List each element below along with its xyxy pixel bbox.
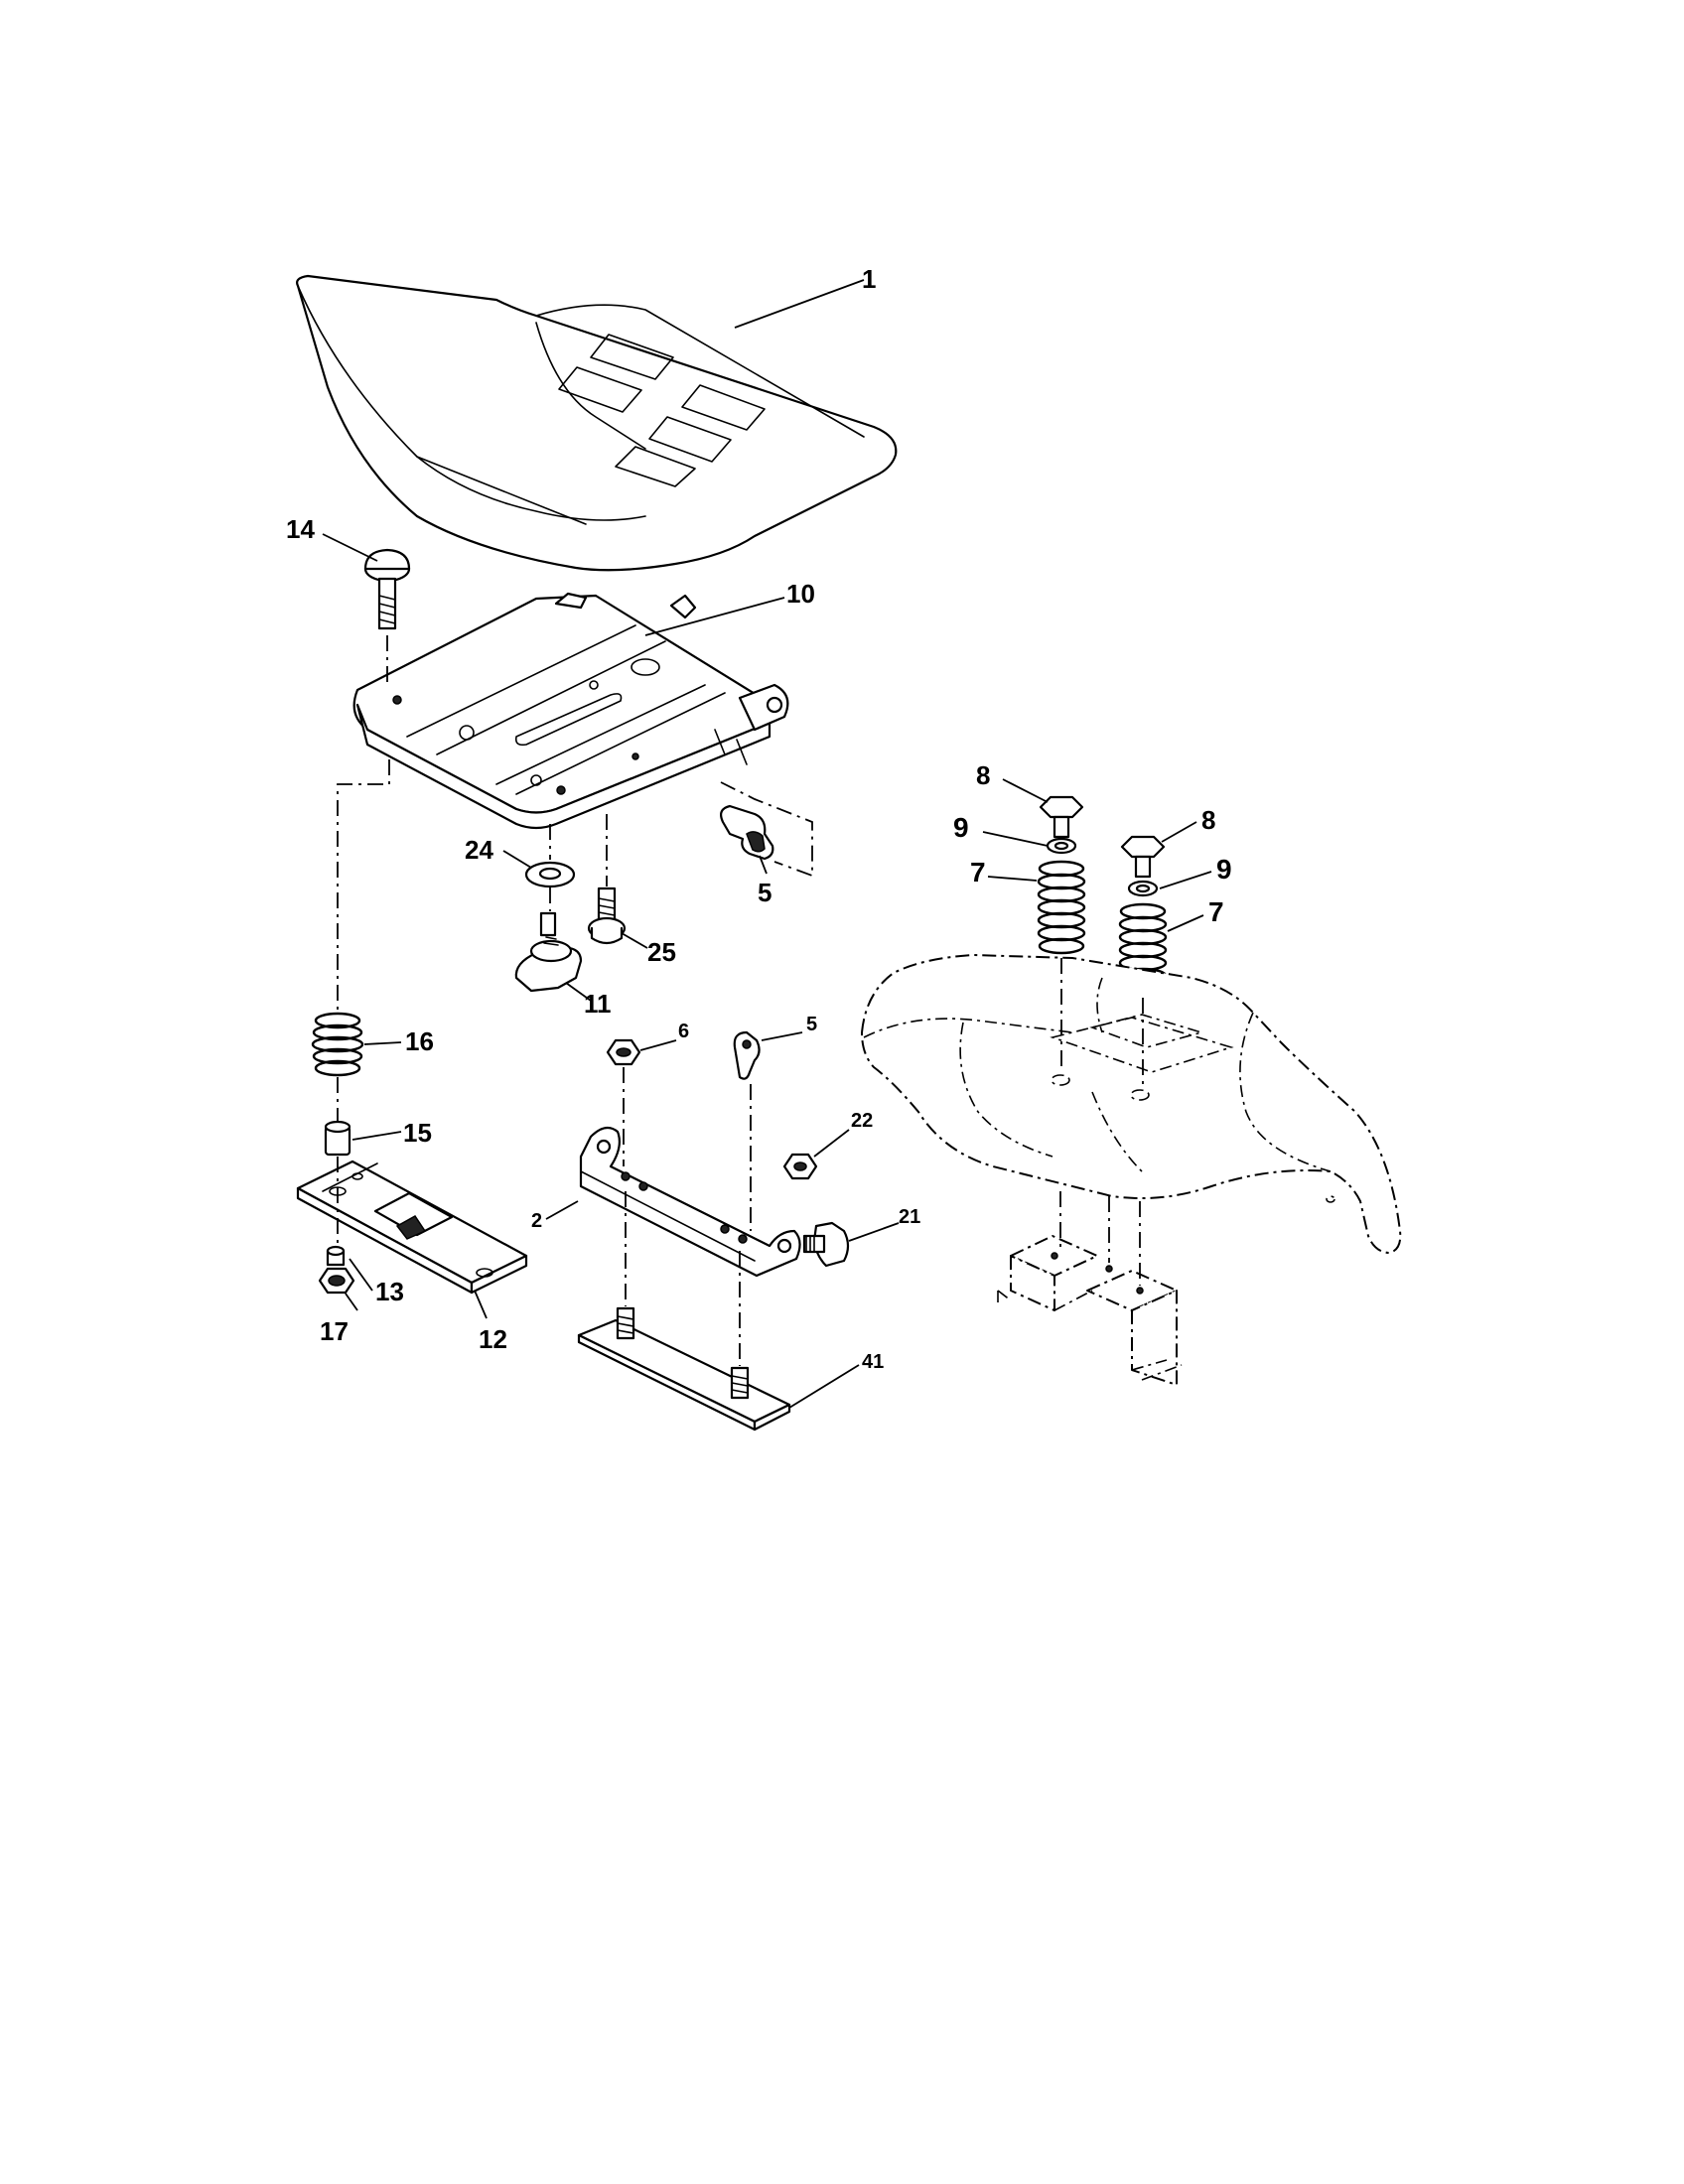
callout-25: 25 [647, 937, 676, 967]
bracket-part-2 [579, 1126, 801, 1278]
callout-11: 11 [584, 989, 612, 1019]
callout-2: 2 [531, 1210, 542, 1232]
callout-41: 41 [862, 1351, 884, 1373]
bolt-part-25 [587, 887, 627, 945]
callout-9-right: 9 [1216, 854, 1232, 885]
callout-16: 16 [405, 1026, 434, 1056]
seat-pan-part-10 [352, 592, 789, 830]
callout-labels: 1 14 10 24 5 25 11 16 15 6 5 22 2 21 13 … [286, 264, 1232, 1373]
callout-17: 17 [320, 1316, 349, 1346]
callout-8-right: 8 [1201, 805, 1215, 835]
seat-part-1 [296, 274, 898, 572]
callout-7-left: 7 [970, 857, 986, 887]
clip-part-5-upper [720, 804, 774, 861]
callout-10: 10 [786, 579, 815, 609]
washer-part-9-left [1046, 837, 1077, 855]
callout-9-left: 9 [953, 812, 969, 843]
assembly-lines [337, 635, 1144, 1366]
nut-part-22 [782, 1153, 818, 1180]
callout-12: 12 [479, 1324, 507, 1354]
nut-part-13 [326, 1245, 346, 1267]
clip-part-5-lower [733, 1030, 761, 1080]
callout-15: 15 [403, 1118, 432, 1148]
bolt-part-21 [802, 1221, 850, 1268]
callout-24: 24 [465, 835, 493, 865]
spacer-part-15 [324, 1120, 351, 1157]
spring-part-16 [311, 1012, 364, 1077]
washer-part-24 [524, 861, 576, 888]
callout-6: 6 [678, 1021, 689, 1042]
knob-part-8-right [1120, 835, 1166, 879]
leader-lines [322, 279, 1212, 1409]
callout-7-right: 7 [1208, 896, 1224, 927]
fender-phantom [861, 954, 1402, 1386]
callout-1: 1 [862, 264, 876, 294]
carriage-bolt-part-14 [363, 548, 411, 630]
callout-8-left: 8 [976, 760, 990, 790]
callout-5-lower: 5 [806, 1014, 817, 1035]
callout-5-upper: 5 [758, 878, 772, 907]
flange-nut-part-17 [318, 1267, 355, 1295]
callout-21: 21 [899, 1206, 920, 1228]
nut-part-6 [606, 1038, 641, 1066]
spring-part-7-left [1037, 860, 1086, 955]
callout-14: 14 [286, 514, 315, 544]
pad-part-41 [577, 1306, 791, 1432]
slide-plate-part-12 [296, 1160, 528, 1295]
washer-part-9-right [1127, 880, 1159, 897]
callout-22: 22 [851, 1110, 873, 1132]
callout-13: 13 [375, 1277, 404, 1306]
knob-part-11 [514, 911, 583, 993]
knob-part-8-left [1039, 795, 1084, 839]
